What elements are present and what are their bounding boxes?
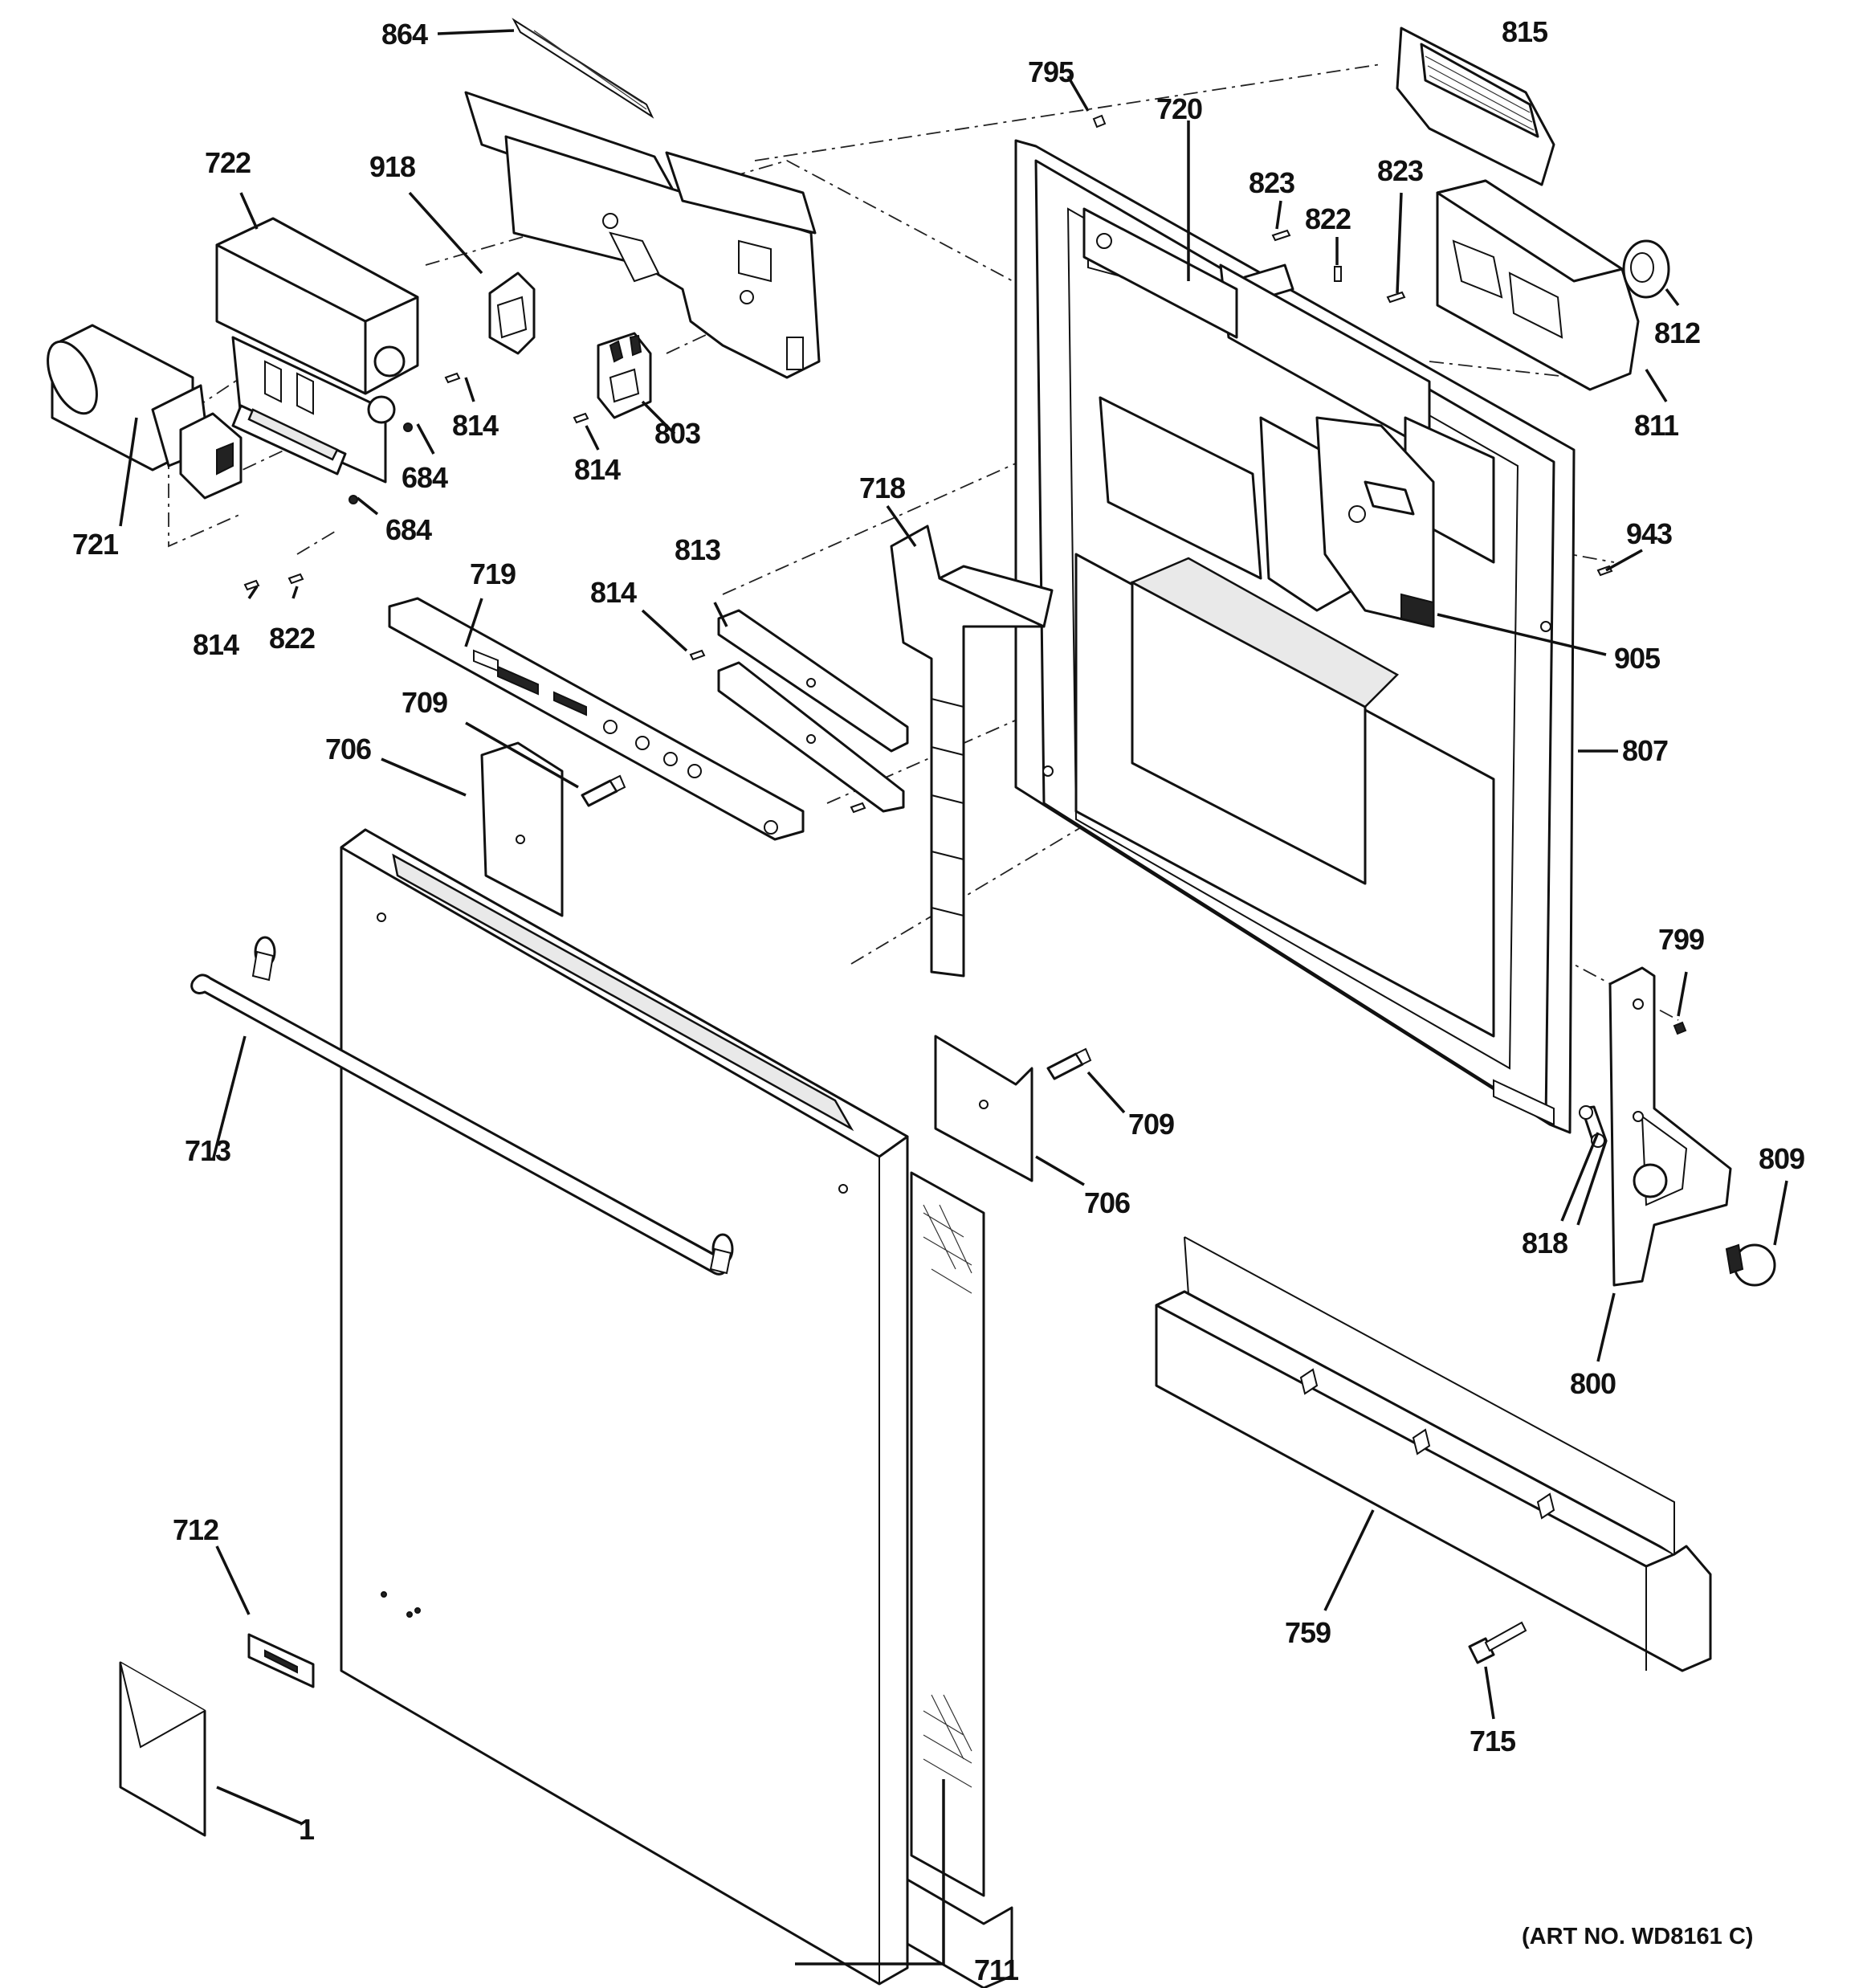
part-918-upper-bracket (464, 91, 821, 379)
callout-706-a: 706 (325, 733, 371, 765)
part-809-roller (1725, 1243, 1776, 1287)
callout-713: 713 (185, 1134, 230, 1167)
part-711-outer-door (340, 828, 1013, 1988)
callout-822-a: 822 (1305, 202, 1351, 235)
small-screws (243, 114, 1687, 1035)
callout-809: 809 (1759, 1142, 1804, 1175)
part-800-hinge (1608, 966, 1732, 1287)
part-706-shield-upper (480, 741, 564, 917)
part-718-vent-duct (890, 525, 1054, 978)
callout-905: 905 (1614, 642, 1661, 675)
callout-799: 799 (1658, 923, 1704, 956)
callout-864: 864 (381, 18, 428, 51)
part-712-badge (247, 1633, 315, 1688)
part-1-literature (119, 1661, 206, 1837)
callout-813: 813 (675, 533, 720, 566)
art-number: (ART NO. WD8161 C) (1522, 1924, 1753, 1949)
leader-lines (119, 29, 1788, 1966)
callout-709-a: 709 (402, 686, 447, 719)
callout-818: 818 (1522, 1227, 1567, 1259)
callout-811: 811 (1634, 409, 1679, 442)
callout-814-c: 814 (590, 576, 637, 609)
callout-943: 943 (1626, 517, 1672, 550)
callout-715: 715 (1470, 1725, 1516, 1757)
callout-722: 722 (205, 146, 251, 179)
callout-684-a: 684 (402, 461, 448, 494)
part-864-trim-strip (512, 18, 654, 119)
part-811-control-module (1436, 179, 1640, 391)
callout-718: 718 (859, 471, 905, 504)
part-905-door-latch (1315, 416, 1435, 628)
callout-803: 803 (654, 417, 700, 450)
callout-719: 719 (470, 557, 516, 590)
part-719-control-overlay (388, 597, 805, 841)
part-715-screw (1468, 1621, 1527, 1664)
callout-759: 759 (1285, 1616, 1331, 1649)
callout-814-b: 814 (574, 453, 621, 486)
callout-709-b: 709 (1128, 1108, 1174, 1141)
callout-814-d: 814 (193, 628, 239, 661)
part-815-top-cover (1396, 27, 1555, 186)
part-721-solenoid (47, 324, 243, 500)
callout-814-a: 814 (452, 409, 499, 442)
callout-labels: 864 815 795 720 722 918 823 823 822 812 … (72, 15, 1805, 1986)
part-722-dispenser-housing (215, 217, 419, 484)
part-812-knob (1622, 239, 1670, 299)
callout-823-a: 823 (1249, 166, 1294, 199)
callout-706-b: 706 (1084, 1186, 1130, 1219)
part-818-hinge-link (1579, 1105, 1608, 1148)
callout-795: 795 (1028, 55, 1074, 88)
callout-711: 711 (974, 1953, 1019, 1986)
part-713-handle (190, 936, 734, 1276)
callout-918: 918 (369, 150, 415, 183)
part-759-toe-kick (1155, 1236, 1712, 1672)
callout-822-b: 822 (269, 622, 315, 655)
callout-800: 800 (1570, 1367, 1616, 1400)
callout-815: 815 (1502, 15, 1548, 48)
part-706-shield-lower (934, 1035, 1033, 1182)
part-807-inner-door (1014, 139, 1576, 1134)
callout-712: 712 (173, 1513, 218, 1546)
callout-1: 1 (299, 1813, 315, 1846)
part-709-screws (581, 774, 1092, 1080)
part-803-switch (597, 332, 652, 419)
callout-684-b: 684 (385, 513, 432, 546)
callout-720: 720 (1156, 92, 1202, 125)
part-813-vent-cover (717, 609, 909, 813)
callout-807: 807 (1622, 734, 1668, 767)
part-918-latch (488, 271, 536, 355)
callout-721: 721 (72, 528, 119, 561)
callout-812: 812 (1654, 316, 1700, 349)
callout-823-b: 823 (1377, 154, 1423, 187)
